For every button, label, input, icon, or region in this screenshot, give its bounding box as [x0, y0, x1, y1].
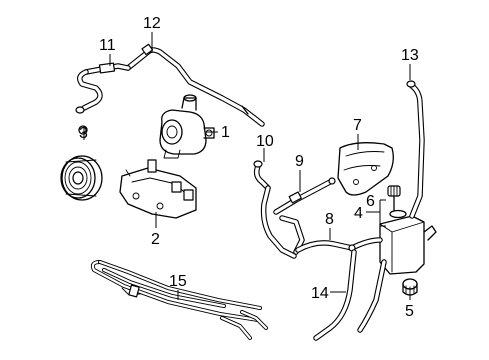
part-3-pulley	[60, 125, 103, 201]
callout-labels: 12 11 3 1 2 10 9 7 13 8 4 6 5 14 15	[79, 15, 419, 320]
part-11-hose-fitting	[75, 62, 131, 114]
part-6-cap	[387, 185, 401, 211]
callout-13: 13	[401, 47, 419, 64]
callout-3: 3	[79, 125, 88, 142]
callout-1: 1	[221, 124, 230, 141]
part-10-short-hose	[253, 160, 271, 191]
callout-12: 12	[143, 15, 161, 32]
callout-6: 6	[366, 193, 375, 210]
callout-15: 15	[169, 273, 187, 290]
part-7-cover	[337, 142, 394, 196]
callout-11: 11	[99, 37, 116, 54]
part-12-pressure-line	[125, 43, 265, 127]
callout-9: 9	[295, 153, 304, 170]
callout-8: 8	[325, 211, 334, 228]
part-4-reservoir	[379, 209, 437, 275]
part-14-long-hose	[313, 249, 387, 341]
part-8-hose	[295, 237, 383, 253]
callout-14: 14	[311, 285, 329, 302]
part-2-bracket	[119, 159, 197, 219]
callout-2: 2	[151, 231, 160, 248]
part-5-fitting	[402, 278, 418, 296]
callout-10: 10	[256, 133, 274, 150]
part-15-cooler-lines	[90, 260, 268, 340]
leader-lines	[83, 32, 411, 300]
part-13-return-hose	[406, 80, 425, 219]
part-9-return-line	[260, 177, 336, 259]
part-1-pump	[159, 94, 215, 159]
callout-7: 7	[353, 117, 362, 134]
callout-5: 5	[405, 303, 414, 320]
callout-4: 4	[354, 205, 363, 222]
